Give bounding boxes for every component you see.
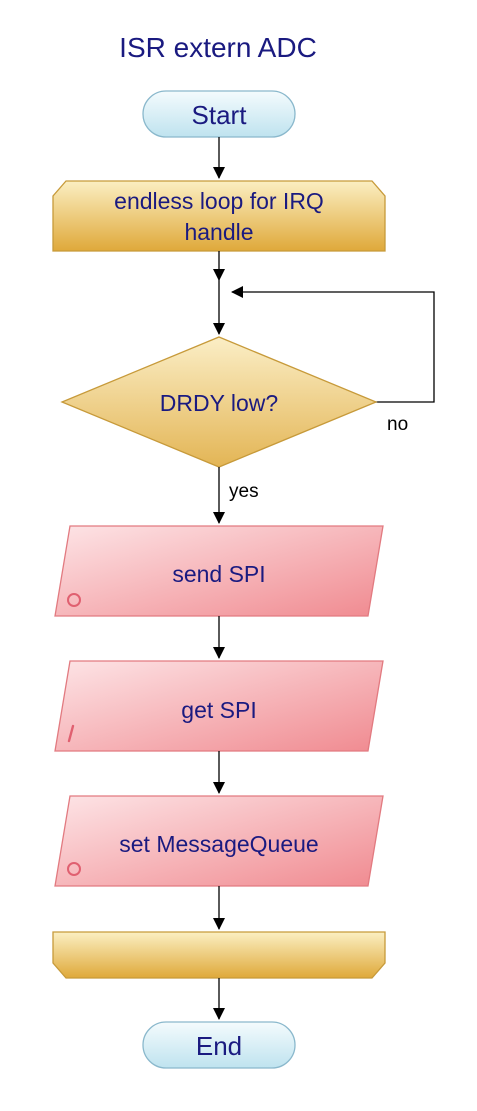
- connector-no-loopback: [231, 286, 435, 403]
- loop-start-label-line1: endless loop for IRQ: [114, 188, 324, 214]
- start-node[interactable]: Start: [142, 90, 296, 138]
- loop-end-node[interactable]: [52, 931, 386, 979]
- end-label: End: [196, 1031, 242, 1061]
- decision-label: DRDY low?: [160, 390, 278, 416]
- loop-start-node[interactable]: endless loop for IRQ handle: [52, 180, 386, 252]
- get-spi-label: get SPI: [181, 697, 256, 723]
- set-queue-node[interactable]: set MessageQueue: [54, 795, 384, 887]
- get-spi-node[interactable]: get SPI: [54, 660, 384, 752]
- send-spi-node[interactable]: send SPI: [54, 525, 384, 617]
- branch-label-no: no: [387, 414, 408, 435]
- branch-label-yes: yes: [229, 481, 259, 502]
- output-marker-icon: [67, 593, 81, 607]
- set-queue-label: set MessageQueue: [119, 831, 318, 857]
- loop-start-label-line2: handle: [184, 219, 253, 245]
- diagram-title: ISR extern ADC: [119, 32, 317, 63]
- send-spi-label: send SPI: [172, 561, 265, 587]
- end-node[interactable]: End: [142, 1021, 296, 1069]
- start-label: Start: [192, 100, 248, 130]
- decision-node[interactable]: DRDY low?: [60, 336, 378, 468]
- output-marker-icon: [67, 862, 81, 876]
- input-marker-icon: [67, 724, 75, 743]
